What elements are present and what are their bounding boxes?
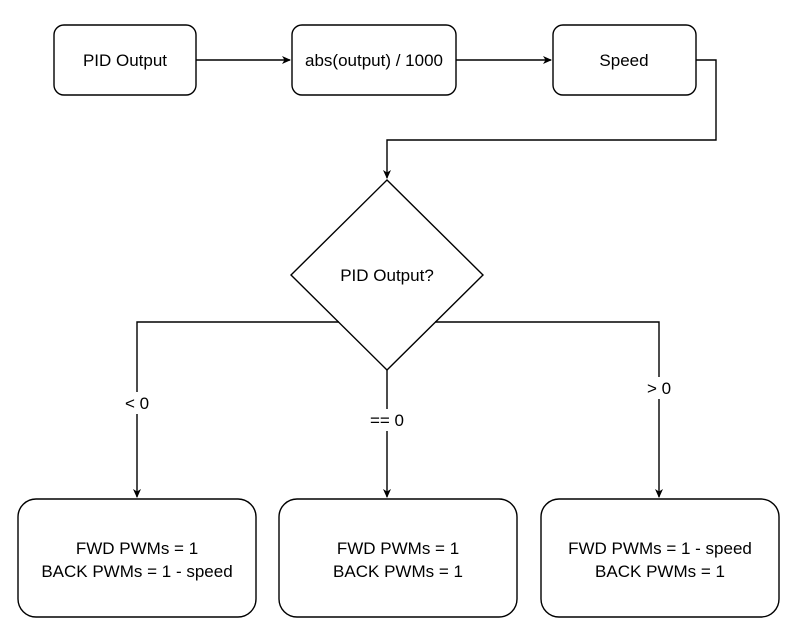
result-zero-node: FWD PWMs = 1 BACK PWMs = 1 bbox=[278, 498, 518, 618]
result-zero-line-1: FWD PWMs = 1 bbox=[337, 539, 459, 558]
negative-label-bg bbox=[118, 392, 158, 414]
result-negative-line-1: FWD PWMs = 1 bbox=[76, 539, 198, 558]
pid-output-node: PID Output bbox=[53, 24, 197, 96]
result-positive-node: FWD PWMs = 1 - speed BACK PWMs = 1 bbox=[540, 498, 780, 618]
positive-label-bg bbox=[640, 377, 680, 399]
decision-label: PID Output? bbox=[340, 266, 434, 285]
edge-speed-to-decision bbox=[383, 59, 717, 179]
pid-output-label: PID Output bbox=[83, 51, 167, 70]
abs-output-node: abs(output) / 1000 bbox=[291, 24, 457, 96]
result-zero-line-2: BACK PWMs = 1 bbox=[333, 562, 463, 581]
result-negative-node: FWD PWMs = 1 BACK PWMs = 1 - speed bbox=[17, 498, 257, 618]
edge-decision-negative bbox=[133, 321, 339, 498]
result-positive-line-2: BACK PWMs = 1 bbox=[595, 562, 725, 581]
edge-decision-positive bbox=[435, 321, 663, 498]
abs-output-label: abs(output) / 1000 bbox=[305, 51, 443, 70]
speed-label: Speed bbox=[599, 51, 648, 70]
speed-node: Speed bbox=[552, 24, 697, 96]
result-positive-line-1: FWD PWMs = 1 - speed bbox=[568, 539, 752, 558]
decision-node: PID Output? bbox=[290, 179, 484, 371]
greater-than-zero-label: > 0 bbox=[647, 379, 671, 398]
zero-label-bg bbox=[364, 409, 410, 431]
equals-zero-label: == 0 bbox=[370, 411, 404, 430]
result-negative-line-2: BACK PWMs = 1 - speed bbox=[41, 562, 232, 581]
less-than-zero-label: < 0 bbox=[125, 394, 149, 413]
